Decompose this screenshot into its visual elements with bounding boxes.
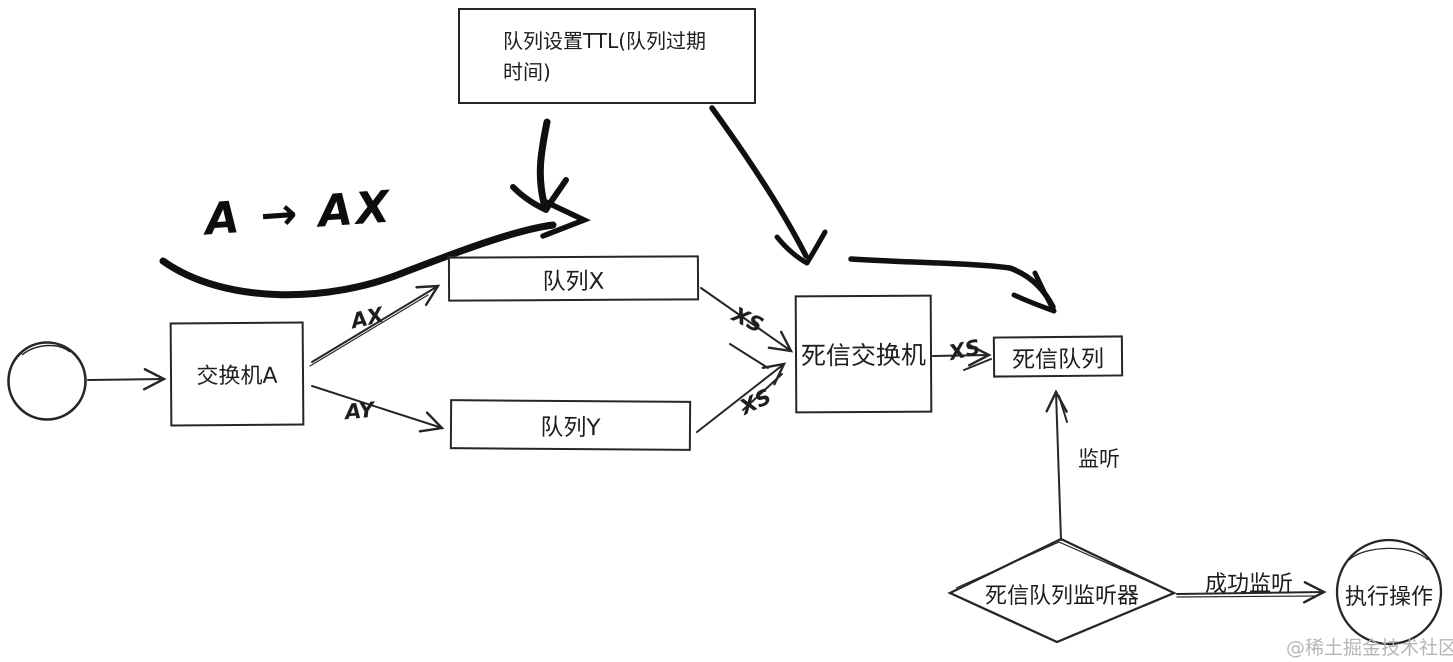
node-dead-letter-queue: 死信队列	[992, 335, 1124, 378]
node-queue-x-label: 队列X	[542, 268, 605, 295]
edge-label-success-listen: 成功监听	[1205, 572, 1294, 597]
arrow-queue-x-to-dlx-flick	[729, 343, 769, 369]
arrow-listener-to-action-double	[1176, 595, 1317, 598]
edge-label-ay: AY	[344, 397, 376, 425]
node-exchange-a: 交换机A	[169, 321, 305, 427]
arrow-exchange-to-queue-x-double	[309, 294, 429, 367]
listener-diamond	[947, 537, 1177, 644]
marker-swoosh-curve	[159, 221, 557, 299]
node-dead-letter-exchange: 死信交换机	[794, 294, 933, 414]
arrow-listener-to-action	[1176, 581, 1327, 604]
start-circle	[7, 341, 87, 421]
marker-top-right-arrowhead-icon	[1011, 270, 1057, 314]
arrow-queue-y-to-dlx-flick	[742, 373, 783, 411]
marker-ttl-right-arrow	[709, 105, 809, 259]
end-circle	[1335, 538, 1443, 646]
note-ttl-box	[458, 8, 756, 104]
arrow-exchange-to-queue-y	[311, 385, 445, 433]
arrow-queue-x-to-dlx	[700, 287, 794, 353]
edge-label-listen: 监听	[1078, 447, 1120, 471]
watermark-text: @稀土掘金技术社区	[1286, 637, 1453, 659]
arrow-queue-y-to-dlx	[696, 362, 787, 433]
arrow-dlx-to-dlq-flick	[963, 358, 992, 371]
node-dead-letter-queue-label: 死信队列	[1011, 346, 1105, 373]
note-ttl-text: 队列设置TTL(队列过期时间)	[503, 29, 707, 84]
node-queue-y: 队列Y	[449, 399, 692, 451]
node-exchange-a-label: 交换机A	[196, 363, 278, 390]
node-dead-letter-exchange-label: 死信交换机	[800, 340, 927, 371]
node-action-label: 执行操作	[1344, 585, 1433, 610]
marker-ttl-down-arrowhead-icon	[510, 177, 569, 213]
arrow-listener-to-dlq	[1045, 389, 1068, 541]
arrow-start-to-exchange	[87, 368, 167, 391]
marker-swoosh-arrowhead-icon	[540, 199, 591, 239]
arrow-dlx-to-dlq	[932, 344, 992, 367]
marker-ttl-right-arrowhead-icon	[774, 229, 828, 266]
arrow-exchange-to-queue-x	[311, 284, 441, 363]
arrow-listener-to-dlq-flick	[1058, 395, 1068, 423]
node-listener-label: 死信队列监听器	[984, 584, 1139, 609]
marker-ttl-down-arrow	[536, 118, 551, 207]
node-queue-y-label: 队列Y	[540, 414, 601, 442]
node-queue-x: 队列X	[447, 255, 700, 302]
